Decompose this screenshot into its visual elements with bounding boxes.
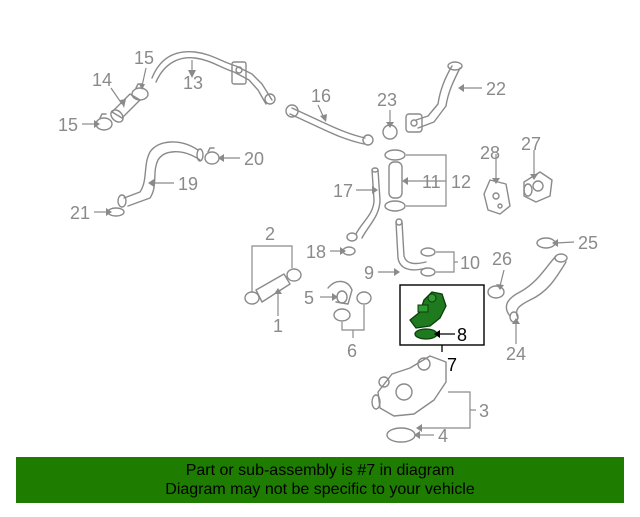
part-12-clamp-top [384,149,406,161]
part-6-clamp-b [333,308,351,322]
callout-9: 9 [364,263,374,283]
callout-7: 7 [447,355,457,375]
part-12-clamp-bottom [384,200,406,212]
part-11-hose [388,161,403,199]
callout-25: 25 [578,233,598,253]
callout-28: 28 [480,143,500,163]
callout-20: 20 [244,149,264,169]
part-4-gasket [386,427,416,443]
callout-15-upper: 15 [134,48,154,68]
callout-14: 14 [92,70,112,90]
callout-17: 17 [333,181,353,201]
callout-2: 2 [265,224,275,244]
callout-11: 11 [422,172,441,192]
part-20-clamp [204,147,220,165]
callout-4: 4 [438,426,448,446]
callout-26: 26 [492,249,512,269]
part-22-pipe [405,61,463,133]
part-3-housing [371,355,447,417]
callout-6: 6 [347,341,357,361]
leader-arrowhead-8 [434,330,440,338]
leader-arrowheads [94,70,558,439]
part-28-bracket [483,179,511,215]
callout-5: 5 [304,288,314,308]
callout-21: 21 [70,203,90,223]
callout-8: 8 [457,325,467,345]
part-17-pipe [346,167,381,242]
part-27-housing [523,171,553,203]
callout-13: 13 [183,73,203,93]
part-19-hose [117,141,204,208]
info-banner: Part or sub-assembly is #7 in diagram Di… [16,457,624,503]
callout-22: 22 [486,79,506,99]
callout-23: 23 [377,90,397,110]
callout-3: 3 [479,401,489,421]
callout-15-lower: 15 [58,115,78,135]
part-26-clamp [487,285,505,299]
callout-1: 1 [273,316,283,336]
banner-line-2: Diagram may not be specific to your vehi… [165,481,475,498]
callout-labels: 13 14 15 15 16 23 22 20 19 21 11 12 17 1… [58,48,598,446]
part-16-pipe [285,104,374,146]
callout-19: 19 [178,174,198,194]
part-2-clamp-right [286,268,302,282]
part-8-seal [414,328,438,340]
part-6-clamp-a [356,291,372,305]
callout-10: 10 [460,253,480,273]
part-10-seal-upper [420,247,436,257]
part-9-pipe [395,218,427,271]
callout-24: 24 [506,344,526,364]
banner-line-1: Part or sub-assembly is #7 in diagram [185,462,455,479]
leader-lines [82,60,575,436]
part-24-hose [505,253,568,323]
part-13-coolant-pipe [151,51,276,105]
callout-18: 18 [306,242,326,262]
part-2-clamp-left [244,291,260,305]
part-7-assembly [409,291,447,329]
part-15-clamp-lower [95,113,113,131]
part-10-seal-lower [420,267,436,277]
callout-12: 12 [451,172,471,192]
part-5-hose [327,280,353,305]
part-15-clamp-upper [131,83,149,101]
callout-16: 16 [311,86,331,106]
callout-27: 27 [521,134,541,154]
part-1-hose [255,273,291,303]
